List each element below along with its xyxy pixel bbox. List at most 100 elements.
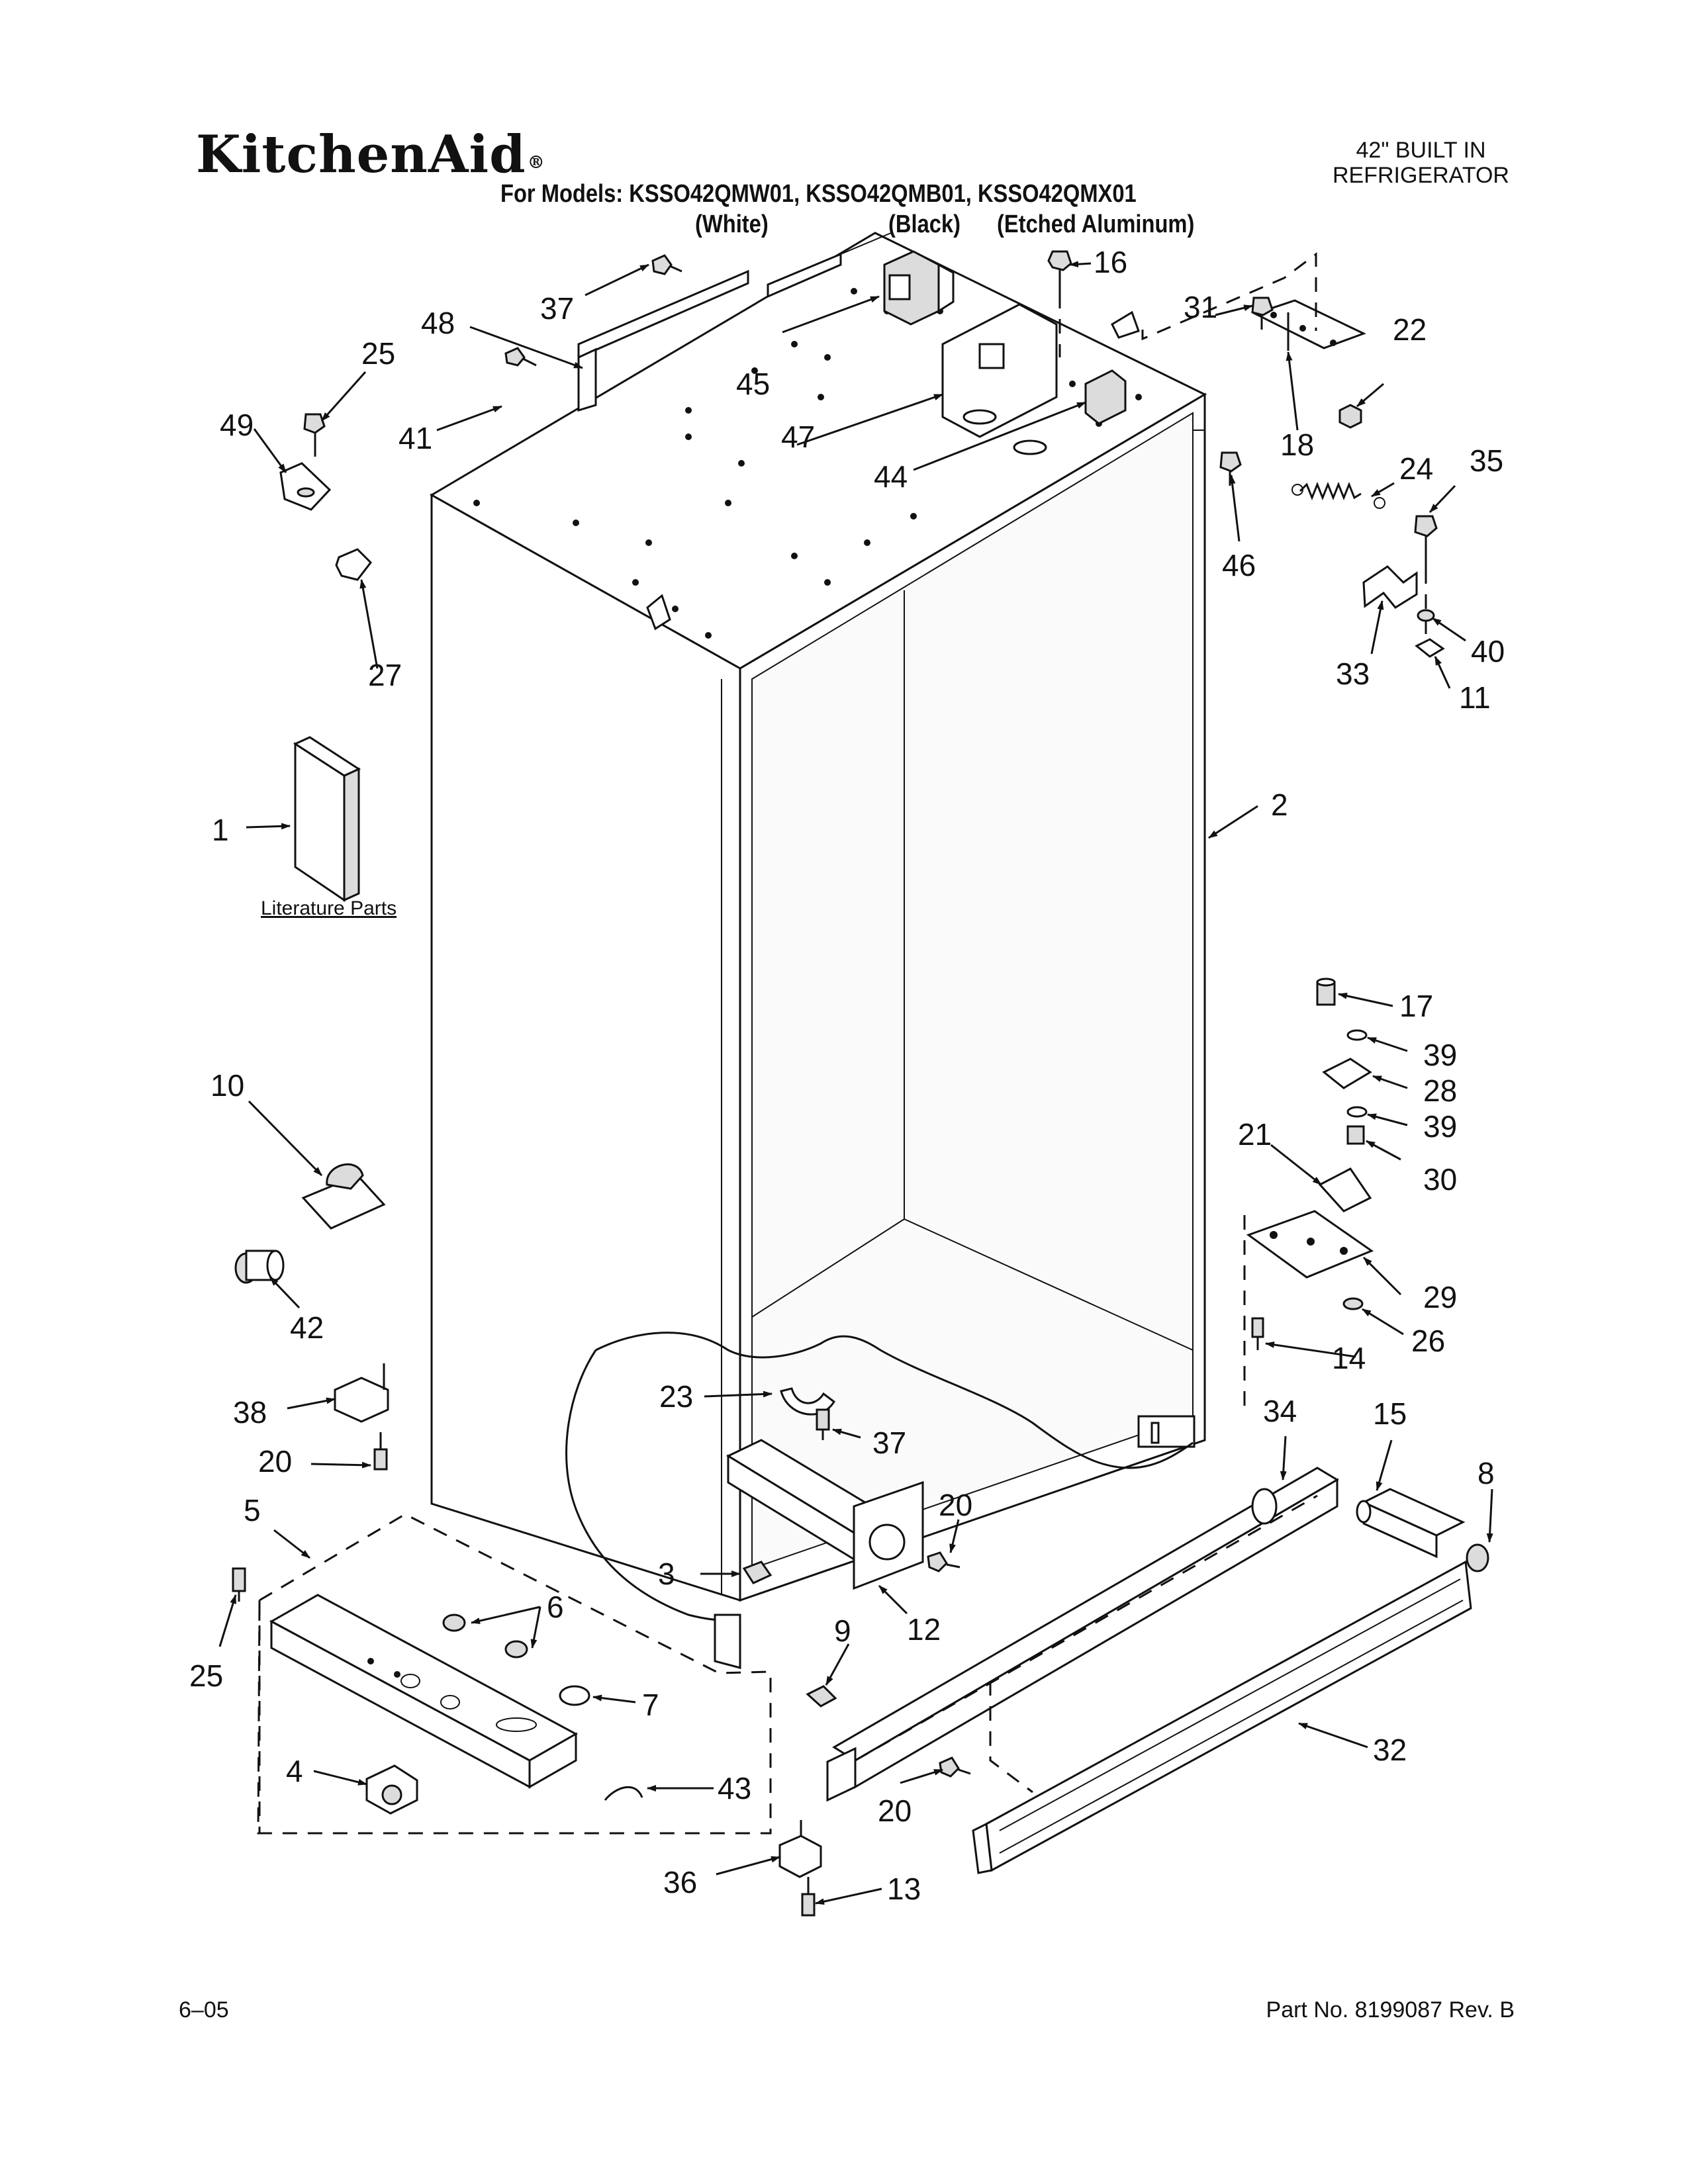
screw-37-bottom: [816, 1408, 830, 1440]
part-45-bracket: [883, 250, 955, 326]
washer-39-a: [1346, 1029, 1368, 1041]
plate-11: [1415, 638, 1445, 658]
product-title-line2: REFRIGERATOR: [1333, 163, 1509, 188]
knob-8: [1466, 1543, 1489, 1572]
callout-35: 35: [1470, 443, 1503, 478]
gasket-outline: [595, 1332, 1194, 1469]
callout-46: 46: [1222, 548, 1256, 582]
callout-30: 30: [1423, 1162, 1457, 1197]
washer-26: [1342, 1297, 1364, 1310]
part-44-connector: [1084, 369, 1127, 425]
callout-38: 38: [233, 1395, 267, 1430]
callout-10: 10: [211, 1068, 244, 1103]
callout-11: 11: [1459, 680, 1491, 715]
callout-34: 34: [1263, 1394, 1297, 1428]
nut-22: [1338, 404, 1362, 429]
date-code: 6–05: [179, 1997, 229, 2023]
callout-17: 17: [1399, 989, 1433, 1023]
variant-black: (Black): [888, 210, 961, 238]
plug-42: [234, 1250, 285, 1284]
callout-36: 36: [663, 1865, 697, 1899]
motor-15: [1356, 1488, 1466, 1559]
clip-43: [604, 1786, 643, 1801]
hinge-pin-17: [1316, 978, 1336, 1006]
duct-12: [726, 1439, 924, 1590]
part-47-plate: [941, 303, 1058, 438]
screw-37-top: [651, 254, 682, 275]
cam-21: [1318, 1167, 1372, 1212]
screw-25-bottom: [232, 1567, 246, 1602]
callout-24: 24: [1399, 451, 1433, 486]
callout-23: 23: [659, 1379, 693, 1414]
callout-39-b: 39: [1423, 1109, 1457, 1144]
callout-25-top: 25: [361, 336, 395, 371]
callout-20-bottom: 20: [878, 1794, 912, 1828]
bracket-36: [778, 1820, 822, 1878]
callout-27: 27: [368, 658, 402, 692]
callout-29: 29: [1423, 1280, 1457, 1314]
caster-4: [365, 1764, 418, 1815]
callout-2: 2: [1271, 788, 1288, 822]
screw-14: [1251, 1317, 1264, 1350]
callout-49: 49: [220, 408, 254, 442]
callout-22: 22: [1393, 312, 1427, 347]
callout-3: 3: [658, 1557, 675, 1591]
grommet-6-a: [442, 1614, 466, 1632]
callout-4: 4: [286, 1754, 303, 1788]
brand-name: KitchenAid: [196, 124, 526, 185]
screw-16: [1047, 250, 1072, 294]
callout-25-bottom: 25: [189, 1659, 223, 1693]
callout-37-bottom: 37: [872, 1426, 906, 1460]
literature-parts-label: Literature Parts: [261, 897, 397, 919]
washer-39-b: [1346, 1106, 1368, 1118]
callout-32: 32: [1373, 1733, 1407, 1767]
callout-16: 16: [1094, 245, 1127, 279]
screw-35: [1414, 515, 1438, 569]
assembly-outline: [257, 1513, 772, 1835]
callout-40: 40: [1471, 634, 1505, 668]
product-title: 42" BUILT IN REFRIGERATOR: [1333, 138, 1509, 188]
callout-28: 28: [1423, 1073, 1457, 1108]
screw-20-left: [373, 1432, 388, 1471]
variant-white: (White): [695, 210, 769, 238]
callout-15: 15: [1373, 1396, 1407, 1431]
bracket-33: [1362, 565, 1418, 609]
callout-7: 7: [642, 1688, 659, 1722]
callout-13: 13: [887, 1872, 921, 1906]
callout-31: 31: [1184, 290, 1217, 324]
callout-numbers: 37 48 25 49 41 45 47 44 16 31 18 22 46 2…: [189, 245, 1505, 1906]
callout-14: 14: [1332, 1341, 1366, 1375]
registered-mark: ®: [527, 153, 545, 173]
screw-13: [801, 1877, 816, 1917]
callout-47: 47: [781, 420, 815, 454]
clamp-10: [301, 1163, 386, 1230]
screw-41: [504, 347, 537, 367]
bushing-30: [1346, 1125, 1365, 1145]
callout-6: 6: [547, 1590, 564, 1624]
callout-37-top: 37: [540, 291, 574, 326]
gasket-left-outline: [565, 1349, 736, 1621]
callout-26: 26: [1411, 1324, 1445, 1358]
hinge-18: [1252, 299, 1366, 351]
callout-42: 42: [290, 1310, 324, 1345]
part-number: Part No. 8199087 Rev. B: [1266, 1997, 1515, 2023]
hinge-29: [1246, 1210, 1374, 1279]
screw-25-top: [303, 413, 326, 457]
callout-21: 21: [1238, 1117, 1272, 1152]
clip-9: [806, 1685, 837, 1707]
ring-7: [559, 1685, 590, 1706]
grommet-6-b: [504, 1640, 528, 1659]
callout-48: 48: [421, 306, 455, 340]
screw-20-duct: [927, 1551, 961, 1572]
literature-book-1: [293, 736, 361, 902]
grille-34: [826, 1467, 1339, 1802]
callout-41: 41: [399, 421, 432, 455]
kickplate-32: [972, 1560, 1472, 1874]
callout-5: 5: [244, 1493, 261, 1527]
screw-46: [1219, 451, 1242, 486]
leader-lines: [218, 261, 1493, 1905]
callout-44: 44: [874, 459, 908, 494]
model-list: For Models: KSSO42QMW01, KSSO42QMB01, KS…: [500, 180, 1137, 208]
